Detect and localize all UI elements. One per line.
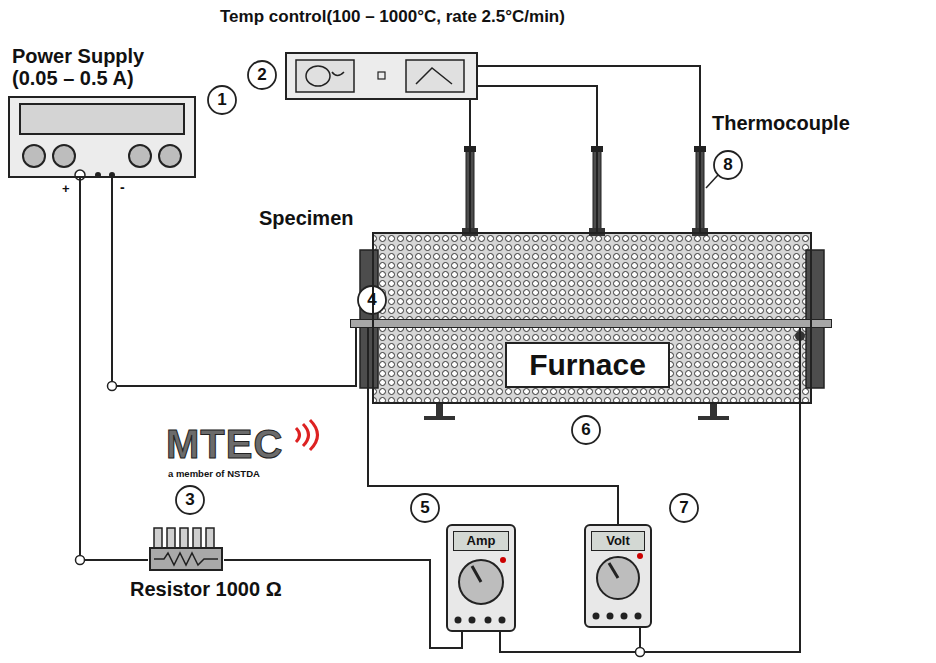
power-supply-drawing	[129, 145, 151, 167]
callout-circle	[572, 416, 600, 444]
furnace-drawing	[698, 416, 729, 420]
power-supply-drawing	[23, 145, 45, 167]
ammeter-drawing	[455, 617, 462, 624]
power-supply-drawing	[159, 145, 181, 167]
resistor-drawing	[154, 528, 162, 548]
part-label: Resistor 1000 Ω	[130, 578, 282, 601]
voltmeter-drawing	[621, 613, 628, 620]
logo-text: MTEC	[166, 422, 283, 467]
temp-controller-drawing	[285, 52, 478, 100]
wire	[224, 560, 462, 648]
terminal-sign: +	[62, 181, 70, 196]
wire	[80, 178, 148, 560]
ammeter: Amp	[446, 524, 516, 632]
callout-circle	[208, 86, 236, 114]
ammeter-drawing	[500, 557, 506, 563]
part-label: Specimen	[259, 207, 353, 230]
meter-display: Amp	[453, 531, 509, 551]
temp-controller-drawing	[285, 52, 478, 100]
resistor-drawing	[150, 528, 222, 570]
wire	[478, 86, 597, 232]
ammeter-drawing	[469, 617, 476, 624]
voltmeter-drawing	[635, 613, 642, 620]
logo-subtitle: a member of NSTDA	[168, 468, 260, 479]
callout-circle	[176, 486, 204, 514]
part-label: Thermocouple	[712, 112, 850, 135]
voltmeter-drawing	[584, 524, 652, 628]
ammeter-drawing	[446, 524, 516, 632]
furnace-drawing	[424, 416, 455, 420]
wire	[500, 328, 800, 652]
resistor-drawing	[154, 553, 218, 565]
resistor-drawing	[193, 528, 201, 548]
wire	[469, 100, 471, 232]
wire	[112, 178, 356, 386]
logo-mark	[296, 428, 300, 442]
callout-number: 8	[714, 151, 742, 179]
power-supply-drawing	[8, 96, 196, 180]
thermocouple-rod	[462, 146, 708, 236]
callout-number: 2	[248, 61, 276, 89]
furnace-drawing	[372, 232, 812, 404]
resistor-symbol: Resistor 1000 Ω	[148, 526, 224, 572]
logo-mark	[310, 420, 318, 450]
furnace-drawing	[710, 404, 717, 418]
ammeter-drawing	[485, 617, 492, 624]
voltmeter-drawing	[609, 563, 618, 578]
power-supply-drawing	[20, 104, 184, 134]
wire	[478, 66, 700, 232]
ammeter-drawing	[499, 617, 506, 624]
terminal-sign: -	[120, 179, 125, 195]
furnace-label: Furnace	[505, 342, 670, 388]
device-heading: Temp control(100 – 1000°C, rate 2.5°C/mi…	[220, 7, 565, 27]
furnace-body: Furnace	[372, 232, 812, 404]
ammeter-drawing	[446, 524, 516, 632]
logo-mark	[303, 424, 309, 446]
callout-circle	[670, 494, 698, 522]
temp-controller-drawing	[296, 60, 354, 92]
junction-dot	[636, 648, 645, 657]
junction-dot	[76, 556, 85, 565]
power-supply-drawing	[53, 145, 75, 167]
callout-number: 7	[670, 494, 698, 522]
callout-circle	[706, 175, 718, 188]
callout-circle	[411, 494, 439, 522]
temp-controller: Temp control(100 – 1000°C, rate 2.5°C/mi…	[285, 52, 478, 100]
junction-dot	[108, 382, 117, 391]
ammeter-drawing	[459, 560, 503, 604]
voltmeter-drawing	[597, 557, 639, 599]
furnace-drawing	[436, 404, 443, 418]
temp-controller-drawing	[332, 72, 344, 76]
device-heading: Power Supply (0.05 – 0.5 A)	[12, 45, 187, 89]
temp-controller-drawing	[416, 68, 452, 84]
logo-mark	[296, 420, 318, 450]
ammeter-drawing	[472, 566, 481, 582]
callout-number: 3	[176, 486, 204, 514]
meter-display: Volt	[591, 531, 645, 551]
temp-controller-drawing	[406, 60, 464, 92]
temp-controller-drawing	[306, 66, 330, 86]
resistor-drawing	[180, 528, 188, 548]
temp-controller-drawing	[378, 72, 385, 79]
callout-circle	[248, 61, 276, 89]
voltmeter-drawing	[637, 553, 643, 559]
specimen-rod: Specimen	[350, 319, 832, 328]
resistor-drawing	[150, 548, 222, 570]
callout-circle	[714, 151, 742, 179]
resistor-drawing	[167, 528, 175, 548]
callout-number: 6	[572, 416, 600, 444]
voltmeter-drawing	[607, 613, 614, 620]
callout-number: 1	[208, 86, 236, 114]
resistor-drawing	[206, 528, 214, 548]
power-supply: Power Supply (0.05 – 0.5 A)	[8, 96, 196, 178]
power-supply-drawing	[8, 96, 196, 178]
callout-number: 5	[411, 494, 439, 522]
voltmeter-drawing	[593, 613, 600, 620]
voltmeter: Volt	[584, 524, 652, 628]
voltmeter-drawing	[584, 524, 652, 628]
callout-number: 4	[358, 286, 386, 314]
